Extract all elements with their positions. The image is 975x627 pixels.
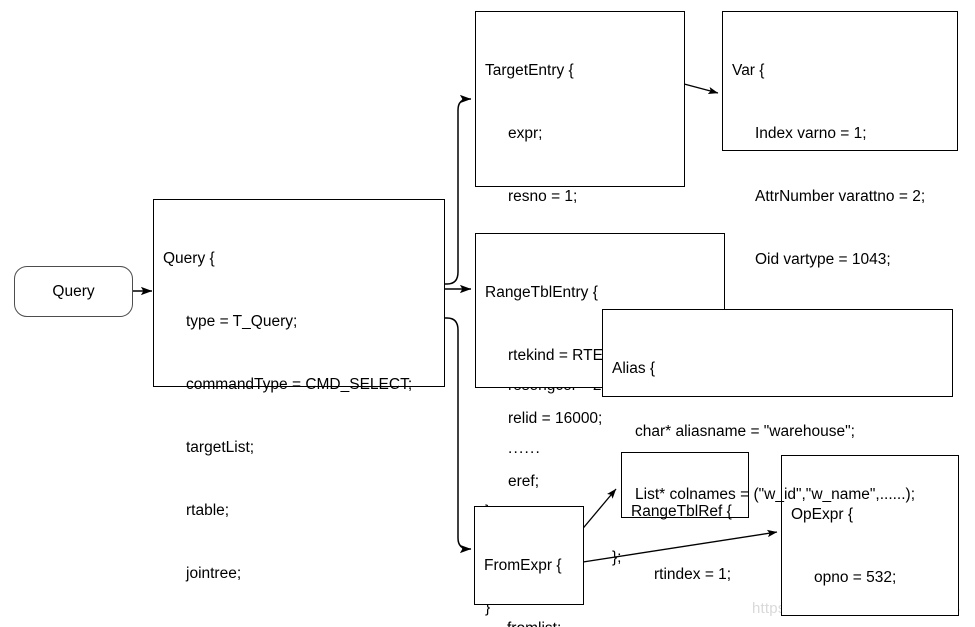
range-tbl-entry-line-0: RangeTblEntry {	[485, 284, 598, 301]
query-struct-line-1: type = T_Query;	[186, 313, 298, 330]
node-range-tbl-ref[interactable]: RangeTblRef { rtindex = 1; };	[621, 452, 749, 583]
query-struct-line-0: Query {	[163, 250, 215, 267]
range-tbl-ref-line-1: rtindex = 1;	[654, 566, 732, 583]
node-query-entry-label: Query	[52, 283, 95, 300]
alias-line-1: char* aliasname = "warehouse";	[635, 423, 855, 440]
node-target-entry[interactable]: TargetEntry { expr; resno = 1; resname =…	[475, 11, 685, 520]
op-expr-line-1: opno = 532;	[814, 569, 897, 586]
query-struct-line-4: rtable;	[186, 502, 230, 519]
range-tbl-entry-line-3: eref;	[508, 473, 540, 490]
var-line-1: Index varno = 1;	[755, 125, 867, 142]
node-from-expr[interactable]: FromExpr { fromlist; quals; };	[474, 506, 584, 627]
node-var[interactable]: Var { Index varno = 1; AttrNumber varatt…	[722, 11, 958, 394]
target-entry-line-0: TargetEntry {	[485, 62, 574, 79]
query-struct-line-5: jointree;	[186, 565, 242, 582]
node-alias[interactable]: Alias { char* aliasname = "warehouse"; L…	[602, 309, 953, 566]
from-expr-line-0: FromExpr {	[484, 557, 562, 574]
alias-line-3: };	[612, 549, 622, 566]
range-tbl-ref-line-0: RangeTblRef {	[631, 503, 732, 520]
node-query-struct[interactable]: Query { type = T_Query; commandType = CM…	[153, 199, 445, 582]
var-line-0: Var {	[732, 62, 765, 79]
var-line-2: AttrNumber varattno = 2;	[755, 188, 926, 205]
range-tbl-entry-line-5: }	[485, 599, 491, 616]
from-expr-line-1: fromlist;	[484, 618, 583, 627]
node-query-entry[interactable]: Query	[14, 266, 133, 317]
alias-line-2: List* colnames = ("w_id","w_name",......…	[635, 486, 916, 503]
query-struct-line-3: targetList;	[186, 439, 255, 456]
op-expr-line-0: OpExpr {	[791, 506, 854, 523]
target-entry-line-2: resno = 1;	[508, 188, 578, 205]
target-entry-line-6: ......	[508, 440, 542, 457]
alias-line-0: Alias {	[612, 360, 656, 377]
range-tbl-entry-line-2: relid = 16000;	[508, 410, 603, 427]
query-struct-line-2: commandType = CMD_SELECT;	[186, 376, 413, 393]
var-line-3: Oid vartype = 1043;	[755, 251, 891, 268]
target-entry-line-1: expr;	[508, 125, 543, 142]
node-op-expr[interactable]: OpExpr { opno = 532; opfuncid = 158; opr…	[781, 455, 959, 616]
